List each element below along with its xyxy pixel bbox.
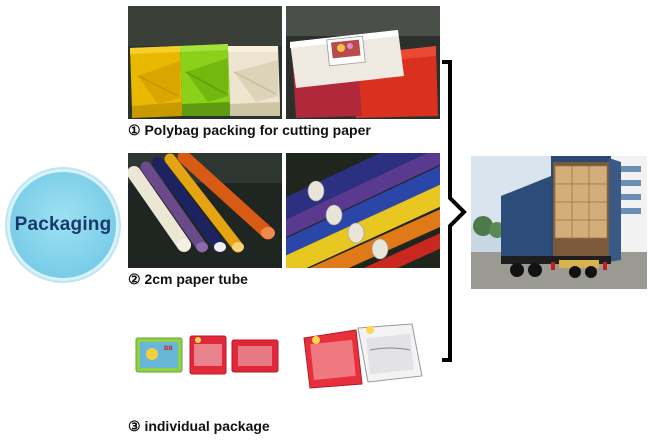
photo-rolls-closeup [286,153,440,268]
polybag-illustration [286,6,440,119]
photo-folded-paper-stacks [128,6,282,119]
grouping-bracket [442,60,467,362]
packaging-badge: Packaging [10,172,116,278]
caption-polybag: ① Polybag packing for cutting paper [128,122,371,138]
photo-individual-packages-small: BB [130,328,290,378]
caption-individual-package: ③ individual package [128,418,270,434]
photo-container-truck [471,156,647,289]
folded-paper-illustration [128,6,282,119]
rolls-closeup-illustration [286,153,440,268]
paper-rolls-illustration [128,153,282,268]
photo-paper-rolls [128,153,282,268]
caption-paper-tube: ② 2cm paper tube [128,271,248,287]
photo-polybag-packs [286,6,440,119]
svg-text:BB: BB [164,346,173,352]
container-truck-illustration [471,156,647,289]
large-packages-illustration [300,320,430,390]
small-packages-illustration: BB [130,328,290,378]
packaging-label: Packaging [14,214,112,235]
photo-individual-packages-large [300,320,430,390]
